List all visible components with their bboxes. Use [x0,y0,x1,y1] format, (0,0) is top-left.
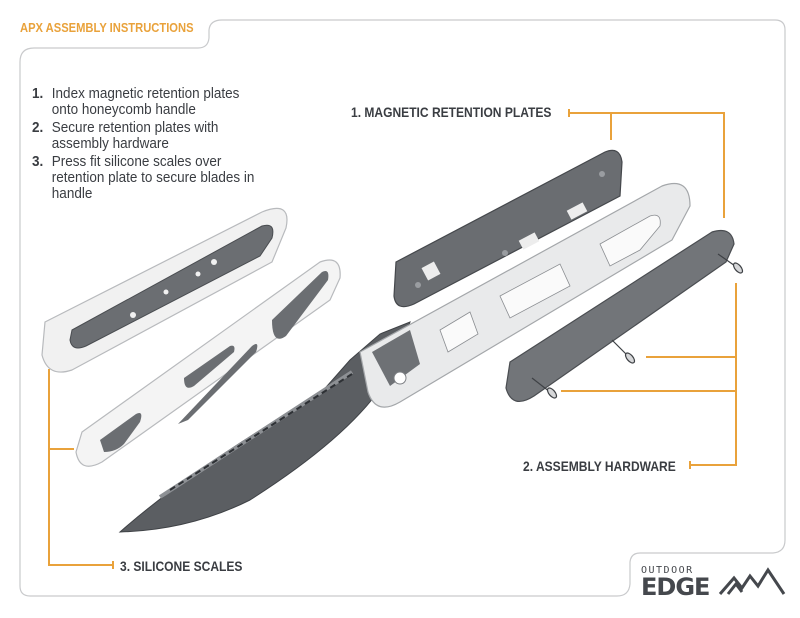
knife-illustration [41,149,744,533]
honeycomb-handle [359,182,691,408]
step-number: 2. [32,119,44,136]
magnetic-retention-plate-top [393,149,623,308]
outdoor-edge-logo: OUTDOOR EDGE [641,565,710,601]
instruction-steps: 1. Index magnetic retention plates onto … [32,86,284,204]
step-2: 2. Secure retention plates with assembly… [32,120,259,152]
callout-assembly-hardware: 2. ASSEMBLY HARDWARE [523,458,676,474]
step-text: Press fit silicone scales over retention… [51,153,255,202]
silicone-scale-right [75,259,341,467]
logo-line-outdoor: OUTDOOR [641,565,694,576]
callout-silicone-scales: 3. SILICONE SCALES [120,558,243,574]
step-number: 1. [32,85,44,102]
callout-magnetic-retention-plates: 1. MAGNETIC RETENTION PLATES [351,104,552,120]
frame-path [19,19,786,597]
silicone-scale-left [41,207,288,373]
step-1: 1. Index magnetic retention plates onto … [32,86,259,118]
magnetic-retention-plate-right [505,229,735,403]
step-text: Secure retention plates with assembly ha… [51,119,219,152]
callout-lines [48,109,737,569]
step-text: Index magnetic retention plates onto hon… [51,85,240,118]
logo-line-edge: EDGE [641,573,710,601]
page-title: APX ASSEMBLY INSTRUCTIONS [20,20,194,35]
assembly-screws [531,253,744,399]
step-3: 3. Press fit silicone scales over retent… [32,154,259,202]
logo-mountains-icon [718,567,786,595]
step-number: 3. [32,153,44,170]
